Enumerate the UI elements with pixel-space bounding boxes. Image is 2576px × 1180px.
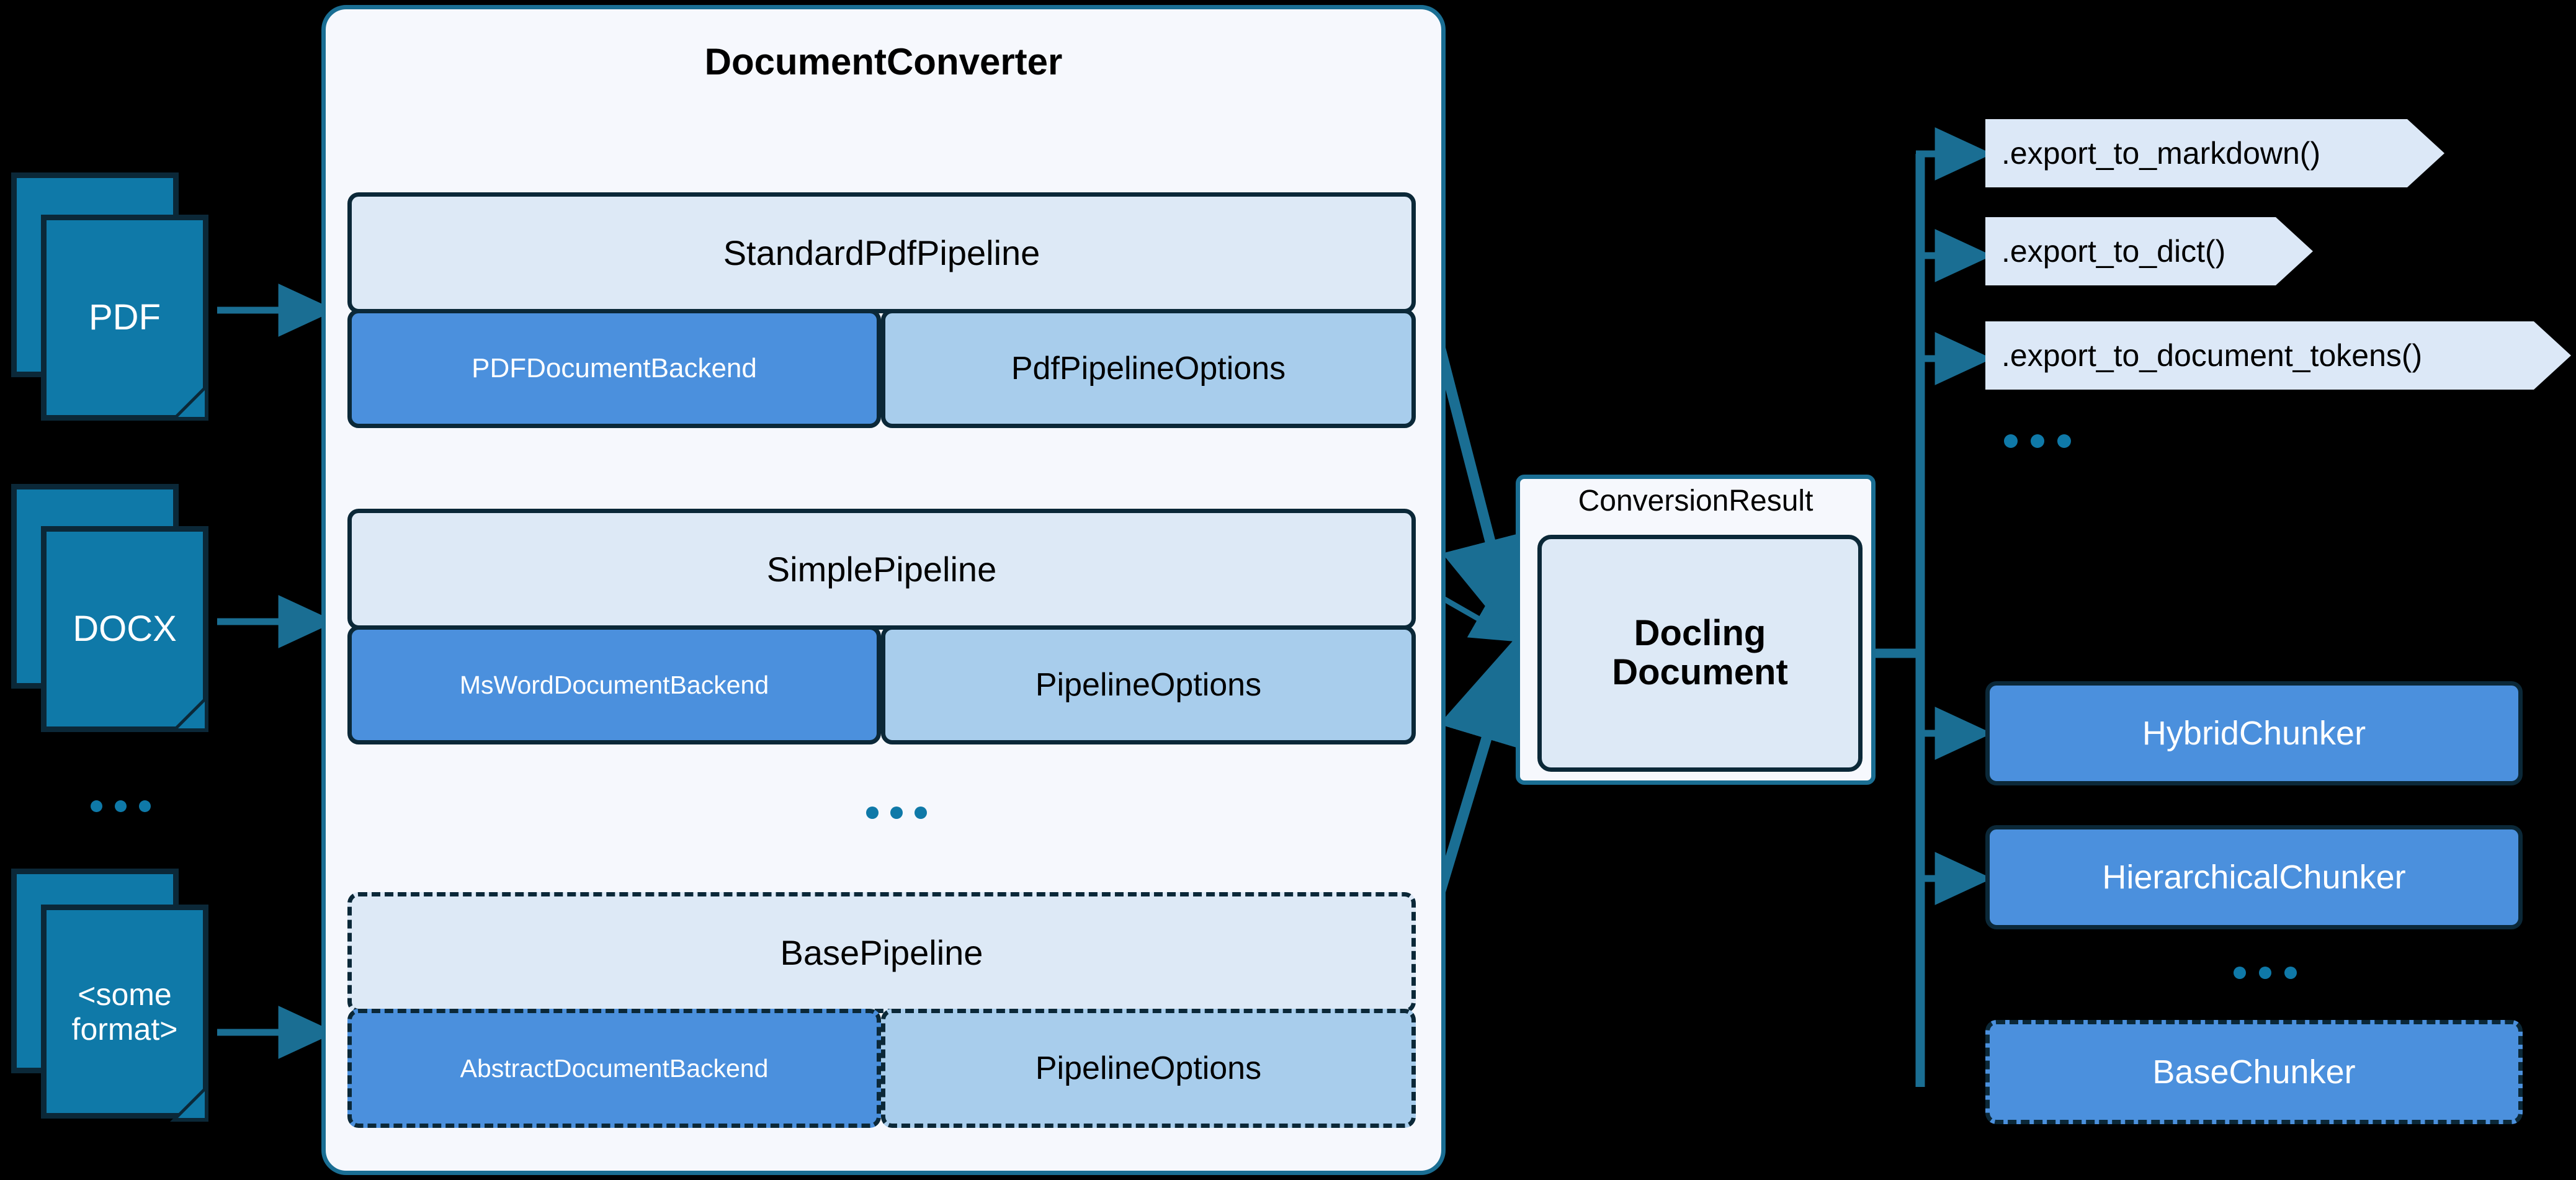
inputs-ellipsis [91,800,151,812]
chunker-hybridchunker[interactable]: HybridChunker [1985,681,2523,785]
pipeline-group-base: BasePipeline AbstractDocumentBackend Pip… [347,892,1416,1128]
export-to-markdown-chevron[interactable]: .export_to_markdown() [1985,119,2444,187]
docling-document-line2: Document [1612,652,1788,692]
backend-label: PDFDocumentBackend [472,353,757,383]
options-label: PipelineOptions [1035,1050,1262,1086]
backend-msworddocumentbackend[interactable]: MsWordDocumentBackend [347,625,881,744]
page-title: DocumentConverter [704,41,1063,83]
chunker-basechunker[interactable]: BaseChunker [1985,1020,2523,1124]
pipeline-group-simple: SimplePipeline MsWordDocumentBackend Pip… [347,509,1416,744]
backend-label: MsWordDocumentBackend [459,670,769,699]
input-docx[interactable]: DOCX [11,484,222,732]
backend-label: AbstractDocumentBackend [460,1053,769,1083]
options-label: PipelineOptions [1035,667,1262,703]
input-some-format[interactable]: <some format> [11,869,222,1122]
pipelines-ellipsis [866,807,927,819]
chunker-label: BaseChunker [2152,1053,2356,1091]
docling-document-line1: Docling [1634,613,1766,654]
pipeline-simplepipeline[interactable]: SimplePipeline [347,509,1416,630]
pipeline-standardpdfpipeline[interactable]: StandardPdfPipeline [347,192,1416,313]
chunker-label: HybridChunker [2142,715,2366,752]
chunkers-ellipsis [2234,967,2297,979]
options-pipelineoptions[interactable]: PipelineOptions [881,625,1416,744]
export-label: .export_to_document_tokens() [2001,338,2423,373]
docling-document-box[interactable]: Docling Document [1537,535,1863,772]
options-pdfpipelineoptions[interactable]: PdfPipelineOptions [881,309,1416,428]
input-pdf[interactable]: PDF [11,172,222,421]
doc-front-sheet: <some format> [41,905,208,1119]
export-label: .export_to_dict() [2001,234,2226,269]
backend-abstractdocumentbackend[interactable]: AbstractDocumentBackend [347,1009,881,1128]
exports-ellipsis [2004,434,2071,448]
conversion-result-panel: ConversionResult Docling Document [1516,475,1876,785]
chunker-label: HierarchicalChunker [2102,859,2406,896]
backend-pdfdocumentbackend[interactable]: PDFDocumentBackend [347,309,881,428]
export-label: .export_to_markdown() [2001,136,2321,171]
pipeline-group-standard-pdf: StandardPdfPipeline PDFDocumentBackend P… [347,192,1416,428]
chunker-hierarchicalchunker[interactable]: HierarchicalChunker [1985,825,2523,929]
pipeline-label: BasePipeline [780,933,983,972]
export-to-dict-chevron[interactable]: .export_to_dict() [1985,217,2313,285]
export-to-document-tokens-chevron[interactable]: .export_to_document_tokens() [1985,321,2571,390]
conversion-result-label: ConversionResult [1578,485,1813,517]
options-pipelineoptions-base[interactable]: PipelineOptions [881,1009,1416,1128]
input-label: DOCX [73,608,177,649]
input-label: PDF [89,297,161,337]
options-label: PdfPipelineOptions [1011,351,1286,387]
input-label-line1: <some [78,977,172,1012]
pipeline-basepipeline[interactable]: BasePipeline [347,892,1416,1013]
pipeline-label: SimplePipeline [766,550,997,589]
input-label-line2: format> [71,1011,178,1047]
pipeline-label: StandardPdfPipeline [723,233,1040,272]
